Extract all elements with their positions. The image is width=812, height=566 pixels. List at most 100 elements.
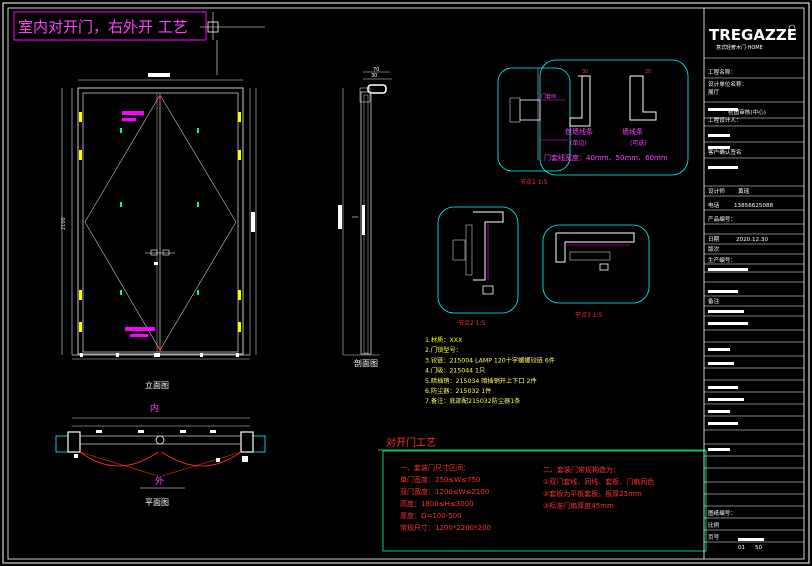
section-dim-top2: 30 [371,73,377,79]
spec-notes: 1.材质：XXX 2.门锁型号： 3.铰链：215004 LAMP 120十字螺螺铰… [425,336,555,405]
section-dim-top1: 70 [373,67,379,73]
brand-logo: TREGAZZE [709,26,797,44]
height-dim: 2100 [61,217,67,230]
title-block-fill [708,146,730,149]
plan-jamb-left [67,431,81,453]
scale-label: 比例 [708,521,720,529]
phone-label: 电话 [708,201,720,209]
inside-label: 内 [150,402,159,414]
detail-node-3: 节点3 1:5 [542,224,650,319]
node3-label: 节点3 1:5 [575,311,603,319]
title-block: TREGAZZE 意式轻奢木门·HOME 工程名称： 设计单位名称：展厅检图审核(… [703,8,804,559]
spec-note: 2.门锁型号： [425,346,462,354]
svg-text:30: 30 [582,69,588,75]
title-block-fill [708,422,738,425]
version-label: 版次 [708,245,720,253]
cover-width-note: 门套线宽度：40mm、50mm、60mm [544,153,668,162]
total-value: 50 [755,545,763,551]
wall-line-label: 墙线条 [622,127,643,136]
swing-arc-right [161,451,242,467]
flush-bolts [122,111,155,337]
outside-label: 外 [155,475,164,487]
page-title: 室内对开门，右外开 工艺 [18,18,188,36]
section-jamb [360,91,372,355]
node1-label: 节点1 1:5 [520,178,548,186]
spec-note: 5.暗插销：215034 暗插销开上下口 2件 [425,377,537,385]
door-frame-inner [82,92,239,353]
plan-label: 平面图 [145,498,169,507]
spec-note: 6.防尘器：215032 1件 [425,387,491,395]
date-value: 2020.12.30 [736,237,768,243]
process-left-line: 常规尺寸：1200*2200*200 [400,523,491,532]
title-block-fill [708,348,730,351]
title-block-fill [708,410,730,413]
process-left-line: 一、套装门尺寸区间： [400,463,470,472]
page-value: 01 [738,545,746,551]
title-block-fill [708,134,730,137]
title-block-fill [708,268,748,271]
title-block-fill [738,538,764,541]
title-block-fill [708,290,738,293]
inner-border [7,7,805,560]
drawer-label: 工程设计人： [708,116,742,124]
check-label: 检图审核(中心) [728,108,766,116]
section-view: 70 30 剖面图 [338,67,392,368]
hinge-marks [120,128,199,295]
wrap-wall-profile [569,75,591,127]
process-right-line: ①双门套线、同线、套板、门扇同色 [543,477,654,486]
spec-note: 4.门吸：215044 1只 [425,367,485,375]
phone-value: 13856625088 [734,203,774,209]
process-right-line: ②套板为平板套板，板厚25mm [543,489,642,498]
page-label: 页号 [708,534,720,541]
client-label: 工程名称： [708,68,736,76]
title-box [13,11,207,41]
process-left-line: 单门宽度：250≤W≤750 [400,475,480,484]
detail-node-1: 30 20 门套线 包墙线条 (单边) 墙线条 (可选) 门套线宽度：40mm、… [497,59,689,186]
process-heading: 对开门工艺 [386,436,436,449]
spec-note: 1.材质：XXX [425,336,463,344]
title-block-fill [708,362,734,365]
wall-line-profile [629,75,657,121]
title-block-fill [708,448,730,451]
designer-value: 黄瑶 [738,187,750,195]
process-right-line: 二、套装门常规构造为： [543,465,620,474]
title-block-fill [708,310,744,313]
order-label: 产品编号： [708,215,736,223]
project-label: 设计单位名称： [708,80,747,88]
elevation-view: 2100 [61,73,257,390]
confirm-label: 客户确认签名 [708,148,742,156]
brand-tagline: 意式轻奢木门·HOME [716,44,763,51]
process-left-line: 双门宽度：1200≤W≤2100 [400,487,489,496]
remark-label: 备注 [708,297,720,305]
drawing-no-label: 图纸编号： [708,509,736,517]
wrap-wall-note: (单边) [570,139,587,147]
width-dim-label [148,73,170,77]
manufacture-label: 生产编号： [708,256,736,264]
section-label: 剖面图 [354,358,378,368]
node2-label: 节点2 1:5 [458,319,486,327]
wall-line-note: (可选) [630,139,647,147]
process-box: 对开门工艺 一、套装门尺寸区间： 单门宽度：250≤W≤750 双门宽度：1200≤… [378,436,707,552]
designer-label: 设计师 [708,187,725,195]
client-value: 展厅 [708,89,720,96]
handle-left [150,249,158,256]
detail-node-2: 节点2 1:5 [437,206,519,327]
title-block-fill [708,398,744,401]
plan-jamb-right [240,431,254,453]
title-block-fill [708,386,738,389]
process-left-line: 高度：1800≤H≤3000 [400,499,474,508]
wrap-wall-label: 包墙线条 [565,127,593,136]
spec-note: 7.备注：底部配215032防尘器1条 [425,397,520,405]
date-label: 日期 [708,236,720,243]
title-block-fill [708,166,738,169]
title-block-fill [708,322,748,325]
svg-text:20: 20 [645,69,651,75]
process-right-line: ③标准门扇厚度45mm [543,501,614,510]
title-block-fill [708,108,738,111]
hinges [79,112,241,332]
swing-arc-left [79,451,159,467]
spec-note: 3.铰链：215004 LAMP 120十字螺螺铰链 6件 [425,356,555,364]
door-cover-tag: 门套线 [541,93,556,100]
